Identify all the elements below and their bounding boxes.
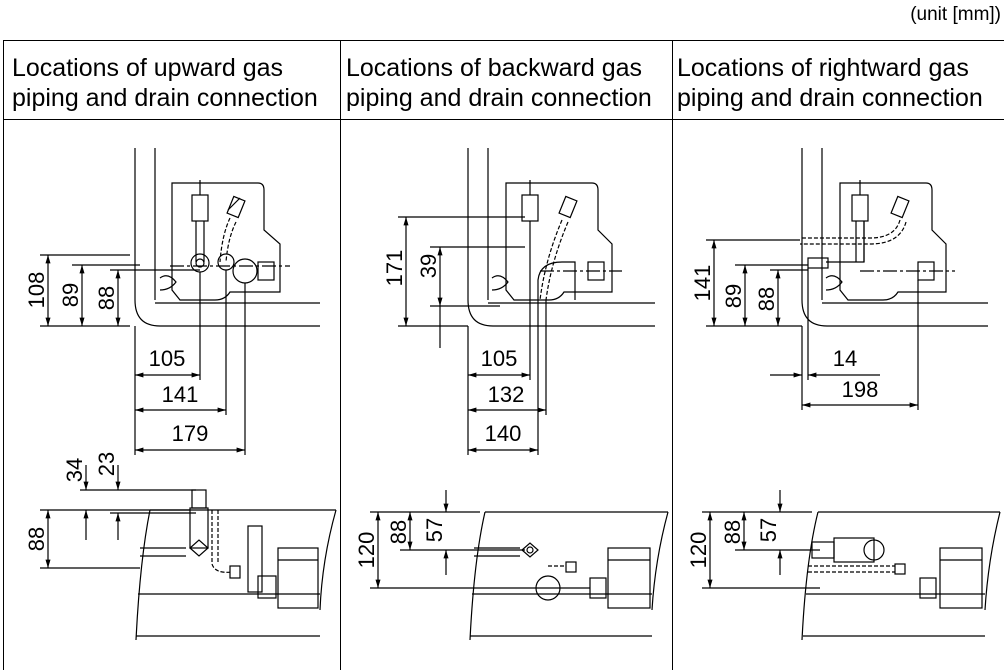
dim-23: 23 (94, 452, 119, 476)
dim-141: 141 (162, 382, 199, 407)
column-header-backward: Locations of backward gas piping and dra… (346, 53, 652, 113)
dim-141: 141 (690, 265, 715, 302)
dim-88: 88 (754, 287, 779, 311)
rightward-side-view (702, 490, 1001, 641)
dim-88: 88 (94, 286, 119, 310)
dim-120: 120 (354, 532, 379, 569)
rightward-top-view (706, 148, 988, 410)
header-line-1: Locations of rightward gas (677, 54, 969, 82)
dim-171: 171 (382, 250, 407, 287)
unit-note: (unit [mm]) (910, 4, 1001, 25)
dim-89: 89 (721, 284, 746, 308)
header-line-1: Locations of backward gas (346, 54, 643, 82)
upward-side-view (40, 465, 337, 641)
dim-105: 105 (149, 346, 186, 371)
header-line-2: piping and drain connection (346, 84, 652, 112)
backward-top-view (398, 148, 655, 455)
dim-120: 120 (686, 532, 711, 569)
header-divider (4, 119, 1004, 120)
dim-88: 88 (386, 520, 411, 544)
dim-34: 34 (62, 458, 87, 482)
dimension-labels: 108 89 88 105 141 179 34 23 88 171 39 10… (24, 250, 878, 569)
dim-89: 89 (58, 283, 83, 307)
dim-132: 132 (488, 382, 525, 407)
header-line-1: Locations of upward gas (12, 54, 284, 82)
dim-179: 179 (172, 421, 209, 446)
upward-top-view (40, 148, 320, 455)
header-line-2: piping and drain connection (677, 84, 983, 112)
dim-88: 88 (24, 527, 49, 551)
dim-39: 39 (416, 254, 441, 278)
column-divider (672, 41, 673, 670)
column-header-upward: Locations of upward gas piping and drain… (12, 53, 318, 113)
dim-14: 14 (833, 346, 857, 371)
dim-88: 88 (720, 520, 745, 544)
layout-table: Locations of upward gas piping and drain… (3, 40, 1004, 670)
dim-140: 140 (485, 421, 522, 446)
dim-57: 57 (756, 518, 781, 542)
header-line-2: piping and drain connection (12, 84, 318, 112)
column-divider (340, 41, 341, 670)
backward-side-view (370, 490, 669, 641)
dim-108: 108 (24, 272, 49, 309)
column-header-rightward: Locations of rightward gas piping and dr… (677, 53, 983, 113)
dim-57: 57 (422, 518, 447, 542)
dim-198: 198 (842, 377, 879, 402)
dim-105: 105 (481, 346, 518, 371)
